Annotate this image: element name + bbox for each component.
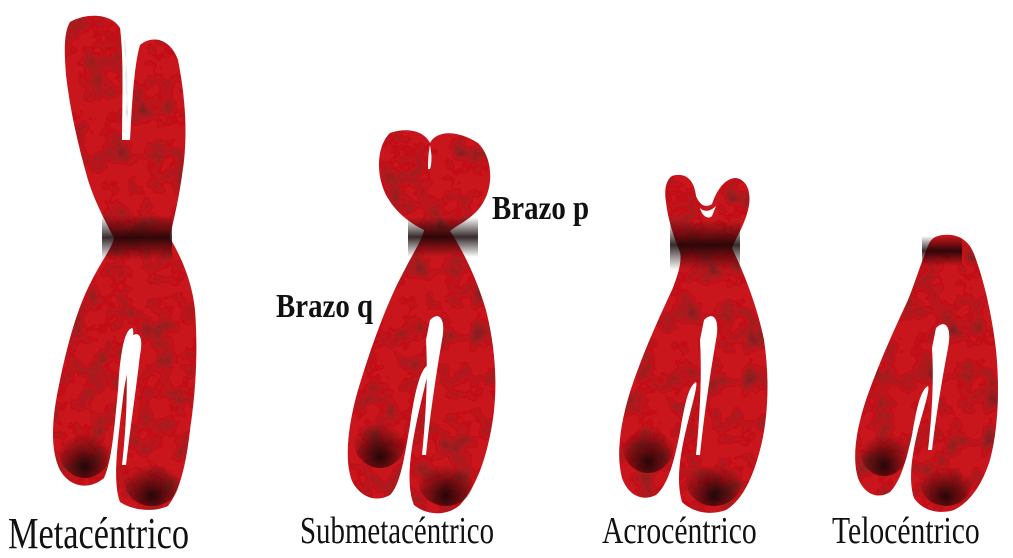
q-arm-label: Brazo q — [276, 290, 373, 324]
telocentric-chromosome — [850, 230, 1013, 515]
telocentric-label: Telocéntrico — [832, 512, 980, 550]
submetacentric-label: Submetacéntrico — [300, 512, 494, 550]
metacentric-label: Metacéntrico — [8, 512, 189, 556]
acrocentric-chromosome — [610, 170, 780, 515]
acrocentric-label: Acrocéntrico — [602, 512, 757, 550]
p-arm-label: Brazo p — [492, 192, 589, 226]
metacentric-chromosome — [40, 10, 220, 515]
